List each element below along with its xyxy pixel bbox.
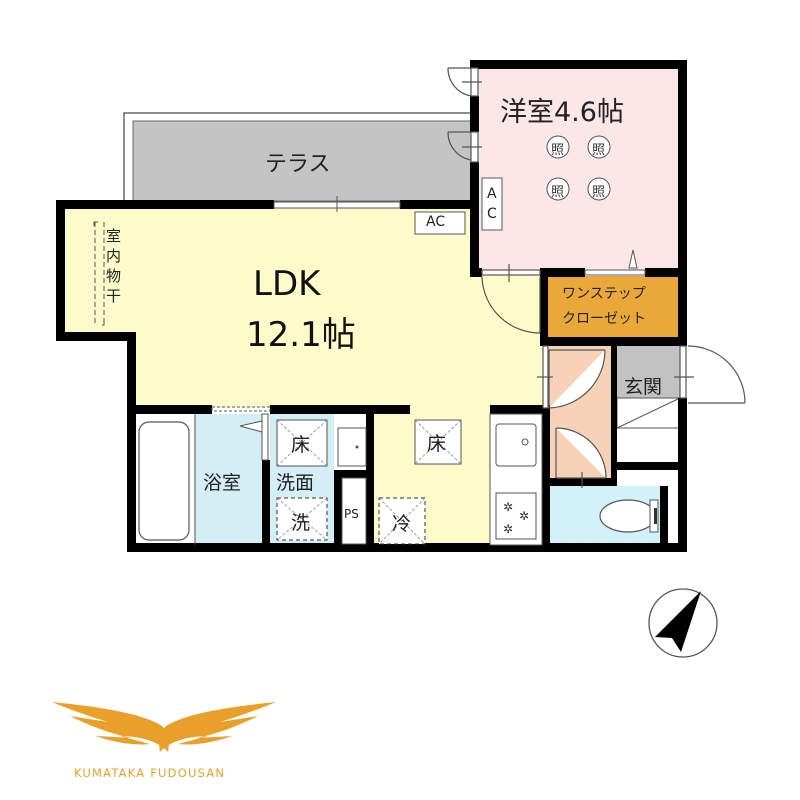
bathroom-label: 浴室 <box>203 472 242 494</box>
closet-area <box>545 276 680 338</box>
washer-label: 洗 <box>291 512 311 534</box>
bathroom-area <box>195 414 262 545</box>
entrance-label: 玄関 <box>624 376 663 398</box>
ldk-size: 12.1帖 <box>246 315 356 355</box>
terrace-label: テラス <box>265 152 331 177</box>
ldk-area <box>62 206 545 545</box>
stove: ✲ ✲ ✲ <box>495 492 537 540</box>
fridge-label: 冷 <box>392 513 412 535</box>
walls <box>56 60 687 552</box>
ac-ldk-label: AC <box>426 214 446 230</box>
bathtub <box>138 421 190 541</box>
ldk-name: LDK <box>253 264 321 304</box>
kitchen-sink <box>495 423 537 467</box>
vanity-sink <box>337 427 367 467</box>
svg-text:✲: ✲ <box>503 500 513 514</box>
floor-heating-label-1: 床 <box>291 434 311 456</box>
light-label-2: 照 <box>592 143 606 158</box>
toilet-door[interactable] <box>555 427 607 488</box>
western-room-windows <box>447 67 482 163</box>
svg-text:✲: ✲ <box>519 509 529 523</box>
logo-wings-icon <box>52 702 276 752</box>
entrance-area <box>617 346 680 398</box>
washer-space <box>276 497 328 541</box>
logo-text: KUMATAKA FUDOUSAN <box>74 766 226 780</box>
front-door[interactable] <box>674 345 746 404</box>
light-label-3: 照 <box>551 185 565 200</box>
svg-text:✲: ✲ <box>503 522 513 536</box>
western-room-label: 洋室4.6帖 <box>500 97 624 128</box>
ceiling-lights <box>546 135 611 201</box>
indoor-drying-rack <box>94 222 105 325</box>
hallway-door[interactable] <box>537 345 606 409</box>
western-room-door[interactable] <box>481 264 541 334</box>
ac-unit-ldk <box>414 211 466 235</box>
western-room-area <box>476 66 680 272</box>
light-label-4: 照 <box>592 185 606 200</box>
fridge-space <box>378 497 426 545</box>
compass-north-arrow-icon <box>648 588 718 658</box>
ac-western-label: AC <box>487 186 497 222</box>
pipe-space <box>341 477 367 545</box>
floor-heating-label-2: 床 <box>427 433 447 455</box>
washroom-label: 洗面 <box>276 472 315 494</box>
closet-label-line1: ワンステップ <box>562 286 646 302</box>
floor-heating-ldk <box>414 419 462 465</box>
ac-unit-western <box>481 177 503 231</box>
indoor-drying-label: 室内物干 <box>106 227 122 305</box>
toilet-fixture <box>599 499 659 533</box>
light-label-1: 照 <box>551 143 565 158</box>
ps-label: PS <box>344 507 359 521</box>
floor-heating-washroom <box>276 419 328 467</box>
terrace-area <box>132 120 477 202</box>
closet-label-line2: クローゼット <box>562 311 646 327</box>
